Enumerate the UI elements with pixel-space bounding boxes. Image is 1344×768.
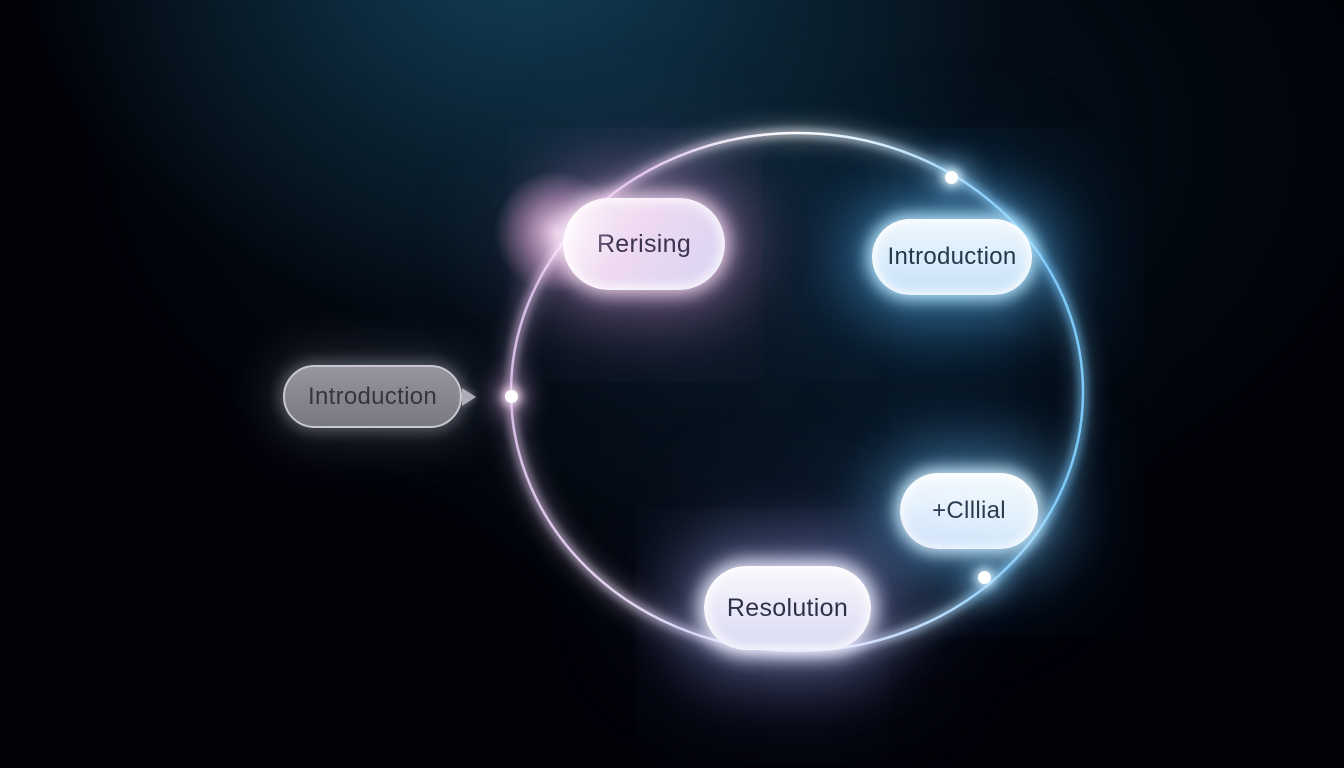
- node-clllial: +Clllial: [900, 473, 1038, 549]
- node-introduction-left: Introduction: [283, 365, 462, 428]
- node-rerising: Rerising: [563, 198, 725, 290]
- node-resolution-label: Resolution: [726, 593, 849, 622]
- pointer-arrow-icon: [462, 388, 476, 406]
- node-introduction-top-label: Introduction: [887, 243, 1017, 270]
- ring-marker-dot-bottom: [978, 571, 991, 584]
- node-rerising-label: Rerising: [596, 229, 692, 258]
- node-clllial-label: +Clllial: [932, 497, 1006, 524]
- node-resolution: Resolution: [704, 566, 871, 650]
- node-introduction-left-label: Introduction: [307, 382, 437, 410]
- ring-marker-dot-left: [505, 390, 518, 403]
- ring-marker-dot-top: [945, 171, 958, 184]
- node-introduction-top: Introduction: [872, 219, 1032, 295]
